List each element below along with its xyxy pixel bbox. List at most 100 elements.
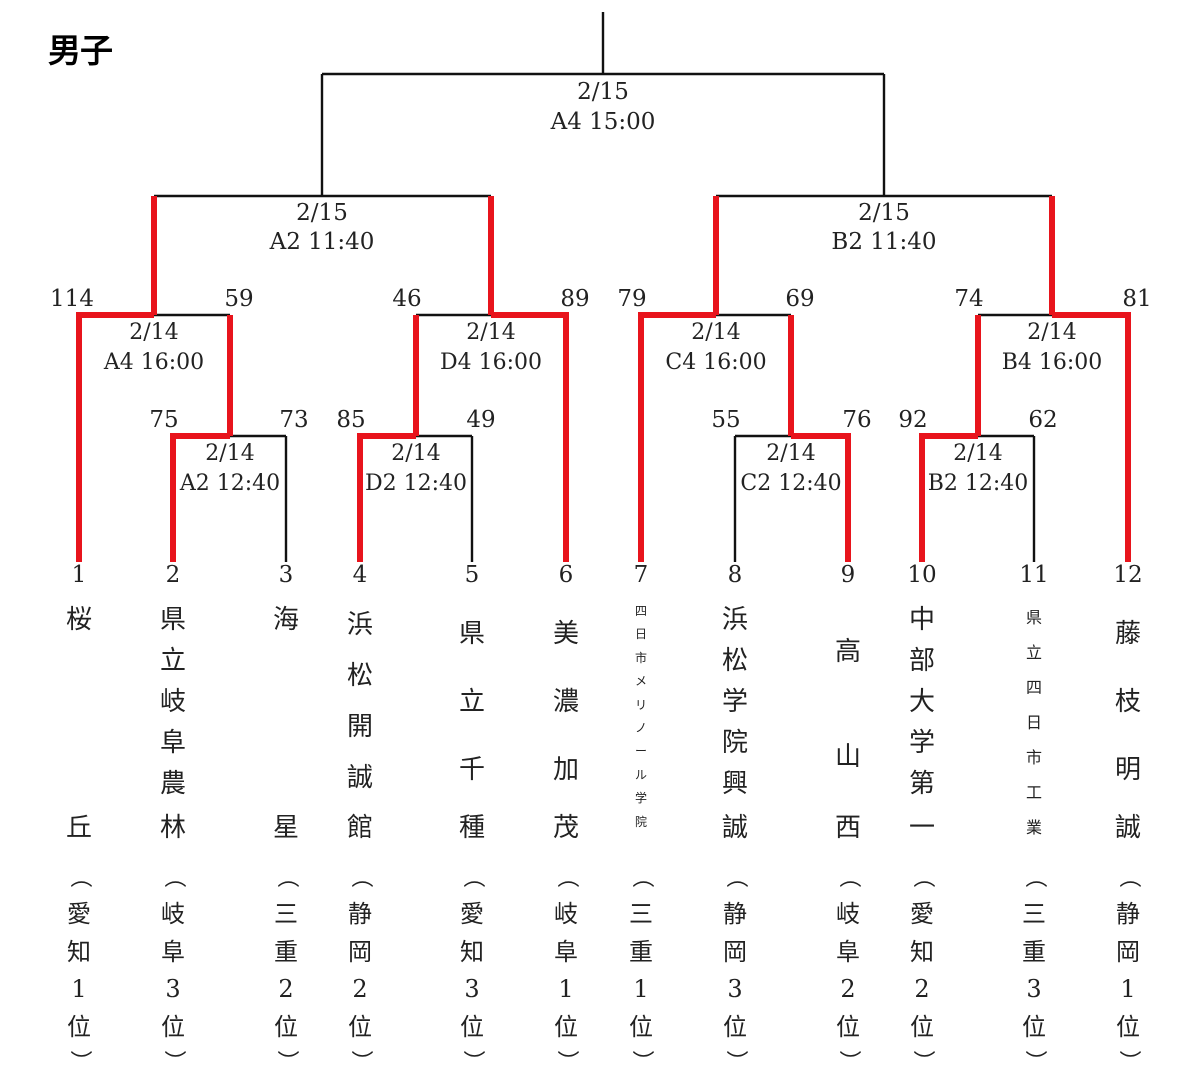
team-name-bottom: 丘	[65, 813, 92, 843]
team-name-bottom: 誠	[1114, 813, 1141, 843]
team-name: 県立岐阜農林	[153, 600, 193, 843]
qf-3-date: 2/14	[691, 320, 740, 345]
team-seed: 3	[279, 562, 294, 588]
team-name-top: 高山	[834, 637, 861, 772]
r1-2-score-right: 49	[466, 407, 495, 433]
team-name: 浜松学院興誠	[715, 600, 755, 843]
r1-4-score-left: 92	[898, 407, 927, 433]
qf-2-score-right: 89	[560, 286, 589, 312]
r1-4-score-right: 62	[1028, 407, 1057, 433]
team-name-top: 県立四日市工業	[1025, 608, 1042, 837]
final-court-time: A4 15:00	[550, 109, 656, 135]
team-name-bottom: 誠	[721, 813, 748, 843]
qf-4-court-time: B4 16:00	[1002, 350, 1103, 375]
team-name-top: 浜松学院興	[721, 605, 748, 799]
team-name: 藤枝明誠	[1108, 600, 1148, 843]
team-name-bottom: 茂	[552, 813, 579, 843]
semi-2-court-time: B2 11:40	[831, 229, 936, 255]
team-seed: 9	[841, 562, 856, 588]
bracket-title: 男子	[48, 31, 113, 70]
team-name: 美濃加茂	[546, 600, 586, 843]
qf-3-court-time: C4 16:00	[665, 350, 766, 375]
team-name-top: 桜	[65, 605, 92, 635]
team-name: 桜丘	[59, 600, 99, 843]
qf-3-score-right: 69	[785, 286, 814, 312]
team-seed: 2	[166, 562, 181, 588]
team-seed: 4	[353, 562, 368, 588]
qf-1-date: 2/14	[129, 320, 178, 345]
qf-4-date: 2/14	[1027, 320, 1076, 345]
r1-1-score-right: 73	[279, 407, 308, 433]
team-seed: 6	[559, 562, 574, 588]
r1-3-court-time: C2 12:40	[740, 471, 841, 496]
qf-1-score-right: 59	[224, 286, 253, 312]
team-name-top: 海	[272, 605, 299, 635]
r1-1-date: 2/14	[205, 441, 254, 466]
team-name-top: 中部大学第	[908, 605, 935, 799]
team-name: 四日市メリノール学院	[621, 600, 661, 834]
r1-1-score-left: 75	[149, 407, 178, 433]
team-seed: 10	[907, 562, 936, 588]
team-name-top: 浜松開誠	[346, 610, 373, 793]
semi-1-date: 2/15	[296, 200, 348, 226]
qf-2-court-time: D4 16:00	[440, 350, 542, 375]
semi-2-date: 2/15	[858, 200, 910, 226]
team-name-top: 四日市メリノール学院	[634, 604, 647, 829]
qf-1-court-time: A4 16:00	[103, 350, 204, 375]
r1-4-date: 2/14	[953, 441, 1002, 466]
qf-4-score-left: 74	[954, 286, 983, 312]
team-name-top: 藤枝明	[1114, 619, 1141, 785]
team-name-top: 美濃加	[552, 619, 579, 785]
team-name-bottom: 館	[346, 813, 373, 843]
team-name-bottom: 林	[159, 813, 186, 843]
qf-2-score-left: 46	[392, 286, 421, 312]
team-seed: 12	[1113, 562, 1142, 588]
team-name-top: 県立岐阜農	[159, 605, 186, 799]
team-name: 浜松開誠館	[340, 600, 380, 843]
team-name: 県立千種	[452, 600, 492, 843]
r1-3-date: 2/14	[766, 441, 815, 466]
team-seed: 1	[72, 562, 87, 588]
team-name-bottom: 種	[458, 813, 485, 843]
r1-3-score-left: 55	[711, 407, 740, 433]
r1-2-date: 2/14	[391, 441, 440, 466]
team-seed: 11	[1019, 562, 1048, 588]
team-name-top: 県立千	[458, 619, 485, 785]
team-name: 中部大学第一	[902, 600, 942, 843]
qf-3-score-left: 79	[617, 286, 646, 312]
team-seed: 8	[728, 562, 743, 588]
semi-1-court-time: A2 11:40	[269, 229, 375, 255]
winner-paths	[76, 196, 1131, 562]
qf-1-score-left: 114	[50, 286, 94, 312]
team-name-bottom: 西	[834, 813, 861, 843]
team-name: 県立四日市工業	[1014, 600, 1054, 845]
team-name: 海星	[266, 600, 306, 843]
team-name-bottom: 一	[908, 813, 935, 843]
team-seed: 7	[634, 562, 649, 588]
team-name-bottom: 星	[272, 813, 299, 843]
qf-4-score-right: 81	[1122, 286, 1151, 312]
team-name: 高山西	[828, 600, 868, 843]
r1-3-score-right: 76	[842, 407, 871, 433]
final-date: 2/15	[577, 79, 629, 105]
qf-2-date: 2/14	[466, 320, 515, 345]
r1-2-court-time: D2 12:40	[365, 471, 467, 496]
r1-2-score-left: 85	[336, 407, 365, 433]
r1-1-court-time: A2 12:40	[179, 471, 280, 496]
r1-4-court-time: B2 12:40	[928, 471, 1029, 496]
team-seed: 5	[465, 562, 480, 588]
